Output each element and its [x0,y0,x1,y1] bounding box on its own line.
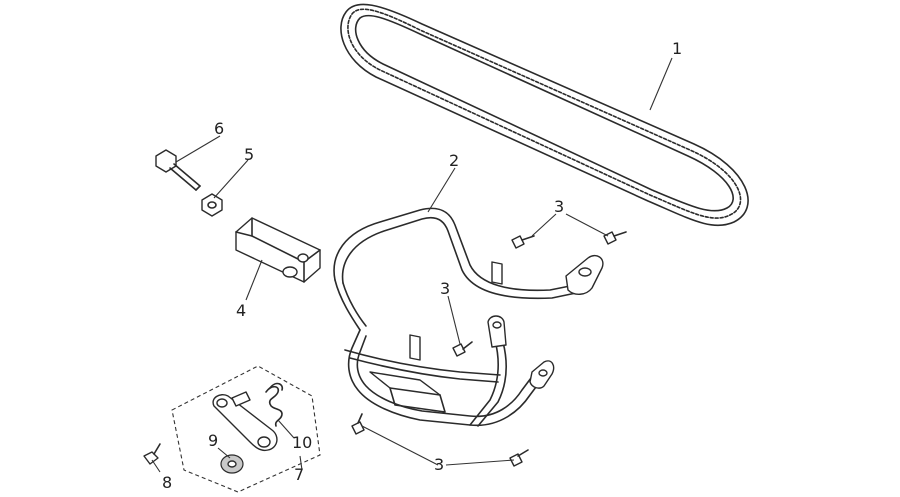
callout-8: 8 [162,473,172,492]
drive-chain [340,3,749,227]
callout-3-middle: 3 [440,279,450,298]
bolt-bottom-right [509,449,529,467]
long-bolt [155,149,201,191]
small-bolt [143,443,161,465]
bolt-bottom-left [351,413,365,435]
callout-4: 4 [236,301,246,320]
callout-6: 6 [214,119,224,138]
bolt-top-right-b [603,231,627,245]
callout-10: 10 [292,433,312,452]
callout-1: 1 [672,39,682,58]
tensioner-assembly-box [171,365,321,493]
callout-3-top: 3 [554,197,564,216]
callout-9: 9 [208,431,218,450]
callout-labels: 1 2 3 3 3 4 5 6 7 8 9 10 [162,39,682,492]
callout-5: 5 [244,145,254,164]
bolt-middle [452,341,473,357]
bolt-top-right-a [511,235,535,249]
callout-7: 7 [294,465,304,484]
nut [201,193,223,217]
chain-guard-frame [333,207,604,427]
callout-3-bottom: 3 [434,455,444,474]
tensioner-bracket [235,217,321,283]
leader-lines [151,57,673,473]
callout-2: 2 [449,151,459,170]
